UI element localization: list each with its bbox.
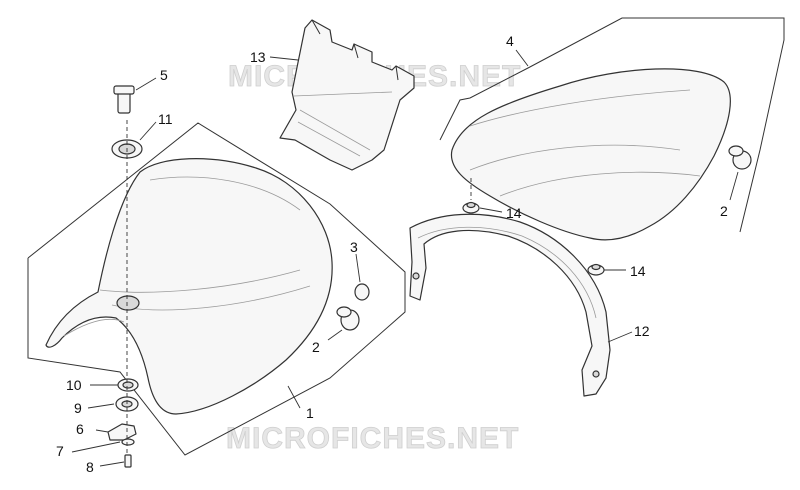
callout-4: 4 [506,33,514,49]
watermark-bottom: MICROFICHES.NET [226,422,519,455]
callout-6: 6 [76,421,84,437]
callout-8: 8 [86,459,94,475]
rider-seat [45,158,333,415]
leader-6 [95,429,109,433]
leader-9 [87,403,115,409]
leader-12 [607,331,633,343]
leader-14a [479,207,503,213]
leader-5 [135,77,157,91]
leader-7 [71,441,121,453]
rail-bolt-hole-left [412,272,420,280]
callout-2-front: 2 [312,339,320,355]
latch-plate [107,423,137,441]
seat-mount-hole [116,295,140,311]
front-seat-group-outline [27,122,406,456]
callout-11: 11 [158,111,173,127]
callout-12: 12 [634,323,650,339]
screw [124,454,132,468]
grab-rail [409,213,611,397]
callout-2-rear: 2 [720,203,728,219]
rear-seat-group-outline [439,17,785,233]
leader-2a [327,329,343,341]
callout-10: 10 [66,377,82,393]
leader-13 [269,56,299,61]
leader-11 [139,121,157,141]
callout-7: 7 [56,443,64,459]
callout-5: 5 [160,67,168,83]
rubber-buffer-small [354,283,370,301]
leader-8 [99,461,125,467]
callout-3: 3 [350,239,358,255]
callout-14-top: 14 [506,205,522,221]
bolt [113,85,135,114]
washer-small [121,438,135,446]
leader-2b [729,171,739,201]
callout-13: 13 [250,49,266,65]
callout-1: 1 [306,405,314,421]
rail-bolt-hole-right [592,370,600,378]
rubber-buffer-left [336,306,360,331]
leader-1 [287,385,301,409]
ring-hole [122,381,134,389]
leader-4 [515,49,529,67]
leader-3 [355,253,361,283]
passenger-seat [450,68,731,241]
seat-bracket [279,19,415,171]
grommet-bottom [587,263,605,276]
callout-14-bottom: 14 [630,263,646,279]
rubber-buffer-right [728,145,752,170]
grommet-top [462,201,480,214]
callout-9: 9 [74,400,82,416]
